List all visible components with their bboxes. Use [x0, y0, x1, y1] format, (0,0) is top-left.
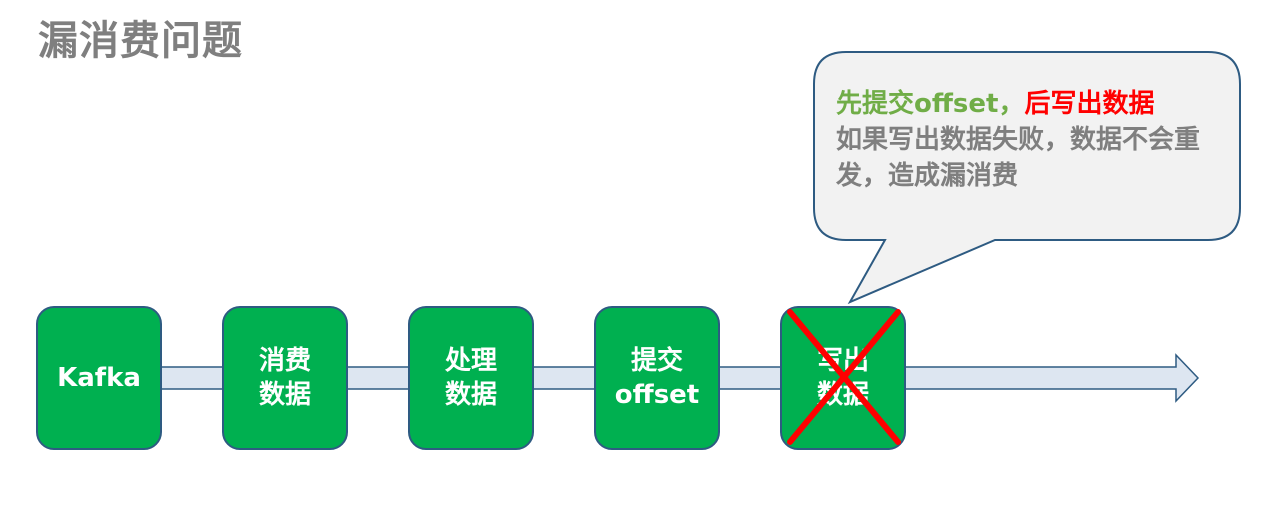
page-title: 漏消费问题 — [38, 18, 243, 64]
step-label: 提交 offset — [614, 346, 700, 410]
step-kafka: Kafka — [36, 306, 162, 450]
callout-body: 如果写出数据失败，数据不会重发，造成漏消费 — [836, 125, 1201, 191]
step-label: 消费 数据 — [258, 346, 311, 410]
step-label: 写出 数据 — [816, 346, 869, 410]
step-label: Kafka — [57, 363, 141, 393]
callout-text: 先提交offset，后写出数据 如果写出数据失败，数据不会重发，造成漏消费 — [836, 86, 1231, 194]
step-write-data: 写出 数据 — [780, 306, 906, 450]
callout-highlight-red: 后写出数据 — [1024, 89, 1155, 119]
step-consume-data: 消费 数据 — [222, 306, 348, 450]
step-process-data: 处理 数据 — [408, 306, 534, 450]
callout-highlight-green: 先提交offset， — [836, 89, 1025, 119]
callout-shape — [813, 51, 1241, 305]
step-label: 处理 数据 — [444, 346, 497, 410]
step-commit-offset: 提交 offset — [594, 306, 720, 450]
